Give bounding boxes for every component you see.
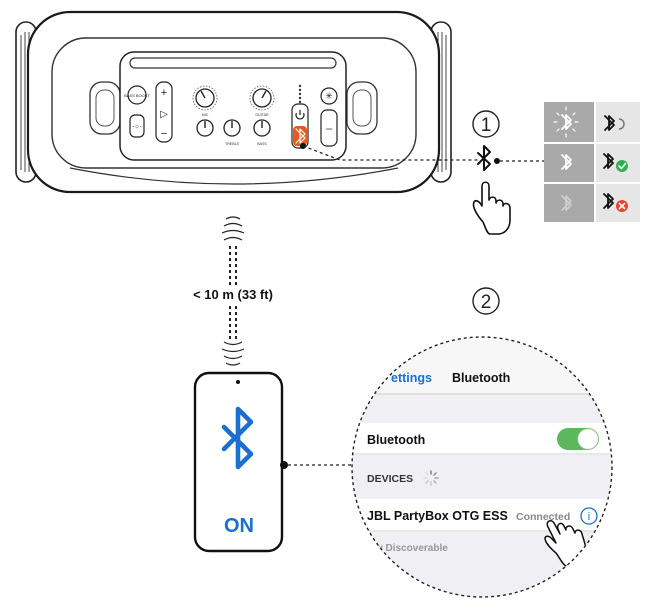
bluetooth-flashing-icon [553, 106, 579, 138]
magnifier-outline [351, 336, 613, 598]
smartphone: ON [193, 371, 284, 553]
power-icon[interactable] [295, 110, 305, 120]
pointing-hand-icon [472, 181, 511, 235]
device-status: Connected [516, 511, 570, 523]
volume-play-buttons[interactable] [155, 81, 173, 143]
light-mode-button[interactable] [129, 114, 145, 138]
signal-waves-bottom [221, 341, 245, 366]
device-row-jbl[interactable]: JBL PartyBox OTG ESS Connected i [367, 507, 598, 525]
phone-on-label: ON [224, 515, 254, 537]
step-1-circle [472, 110, 500, 138]
signal-waves-top [221, 216, 245, 241]
discoverable-label: w Discoverable [374, 543, 448, 554]
info-icon[interactable] [580, 507, 598, 525]
bass-boost-button[interactable] [127, 85, 147, 105]
knob-label-bass: BASS [257, 142, 267, 146]
speaker: BASS BOOST -☼- + ▷ − TREBLE BASS GUITAR … [15, 10, 452, 194]
control-panel [119, 51, 347, 161]
settings-magnifier: ettings Bluetooth Bluetooth DEVICES JBL … [351, 336, 613, 598]
bluetooth-error-icon [603, 193, 628, 212]
bluetooth-searching-icon [604, 115, 625, 131]
step-1-number: 1 [481, 115, 492, 136]
svg-text:▷: ▷ [160, 109, 168, 120]
knob-label-guitar: GUITAR [255, 113, 269, 117]
light-show-button[interactable] [320, 87, 338, 105]
svg-text:+: + [161, 87, 167, 99]
phone-bluetooth-icon [221, 406, 254, 470]
info-icon-glyph: i [588, 511, 590, 523]
bass-boost-label: BASS BOOST [124, 93, 150, 98]
device-name: JBL PartyBox OTG ESS [367, 509, 508, 523]
status-cell-pairing-phone [596, 102, 640, 142]
step-2-number: 2 [481, 292, 492, 313]
bluetooth-toggle[interactable] [557, 428, 599, 450]
range-label: < 10 m (33 ft) [193, 287, 273, 302]
svg-text:−: − [161, 128, 167, 140]
party-button-label: ooo [326, 126, 333, 131]
svg-text:-☼-: -☼- [132, 124, 142, 130]
bluetooth-press-symbol [477, 145, 491, 171]
bluetooth-row-label: Bluetooth [367, 433, 425, 447]
devices-header: DEVICES [367, 473, 413, 485]
settings-title: Bluetooth [452, 371, 510, 385]
status-table [544, 102, 640, 222]
settings-back-link[interactable]: ettings [391, 371, 432, 385]
bluetooth-check-icon [603, 153, 628, 172]
knob-label-treble: TREBLE [225, 142, 240, 146]
svg-text:✳: ✳ [325, 91, 333, 101]
step-2-circle [472, 287, 500, 315]
knob-label-mic: MIC [202, 113, 209, 117]
party-button[interactable] [320, 109, 338, 147]
loading-spinner-icon [423, 470, 439, 486]
